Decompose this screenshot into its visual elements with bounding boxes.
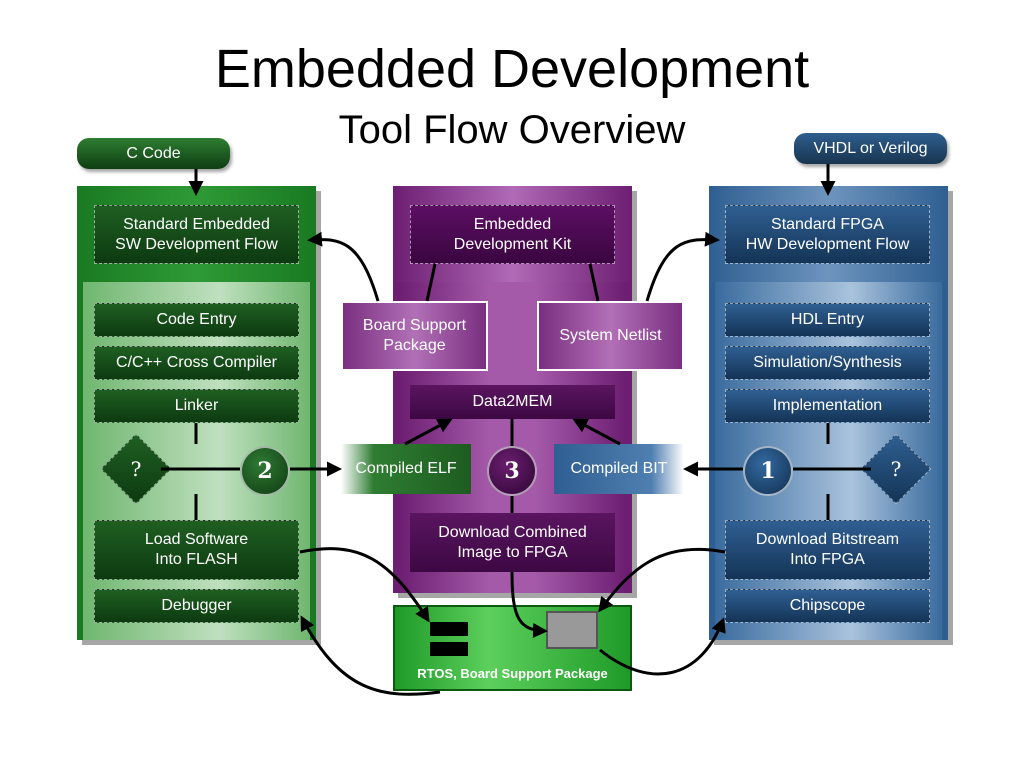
- hw-flow-header: Standard FPGA HW Development Flow: [725, 205, 930, 264]
- simulation-synthesis-box: Simulation/Synthesis: [725, 346, 930, 380]
- sw-flow-header: Standard Embedded SW Development Flow: [94, 205, 299, 264]
- bsp-box: Board Support Package: [341, 301, 488, 371]
- step-1-circle: 1: [743, 446, 793, 496]
- download-bitstream-box: Download Bitstream Into FPGA: [725, 520, 930, 580]
- memory-chip-icon: [430, 642, 468, 656]
- page-title: Embedded Development: [214, 39, 810, 99]
- linker-box: Linker: [94, 389, 299, 423]
- compiled-elf-box: Compiled ELF: [341, 444, 471, 494]
- implementation-box: Implementation: [725, 389, 930, 423]
- board-label: RTOS, Board Support Package: [417, 666, 608, 681]
- compiled-bit-box: Compiled BIT: [554, 444, 684, 494]
- download-combined-box: Download Combined Image to FPGA: [410, 513, 615, 572]
- load-software-box: Load Software Into FLASH: [94, 520, 299, 580]
- data2mem-box: Data2MEM: [410, 385, 615, 419]
- c-code-input: C Code: [77, 138, 230, 169]
- step-3-circle: 3: [487, 446, 537, 496]
- sw-decision-label: ?: [130, 457, 142, 481]
- hw-decision-label: ?: [890, 457, 902, 481]
- hdl-entry-box: HDL Entry: [725, 303, 930, 337]
- step-2-circle: 2: [240, 446, 290, 496]
- page-subtitle: Tool Flow Overview: [338, 108, 686, 152]
- fpga-chip-icon: [546, 611, 598, 649]
- chipscope-box: Chipscope: [725, 589, 930, 623]
- edk-header: Embedded Development Kit: [410, 205, 615, 264]
- compiler-box: C/C++ Cross Compiler: [94, 346, 299, 380]
- system-netlist-box: System Netlist: [537, 301, 684, 371]
- code-entry-box: Code Entry: [94, 303, 299, 337]
- memory-chip-icon: [430, 622, 468, 636]
- vhdl-input: VHDL or Verilog: [794, 133, 947, 164]
- debugger-box: Debugger: [94, 589, 299, 623]
